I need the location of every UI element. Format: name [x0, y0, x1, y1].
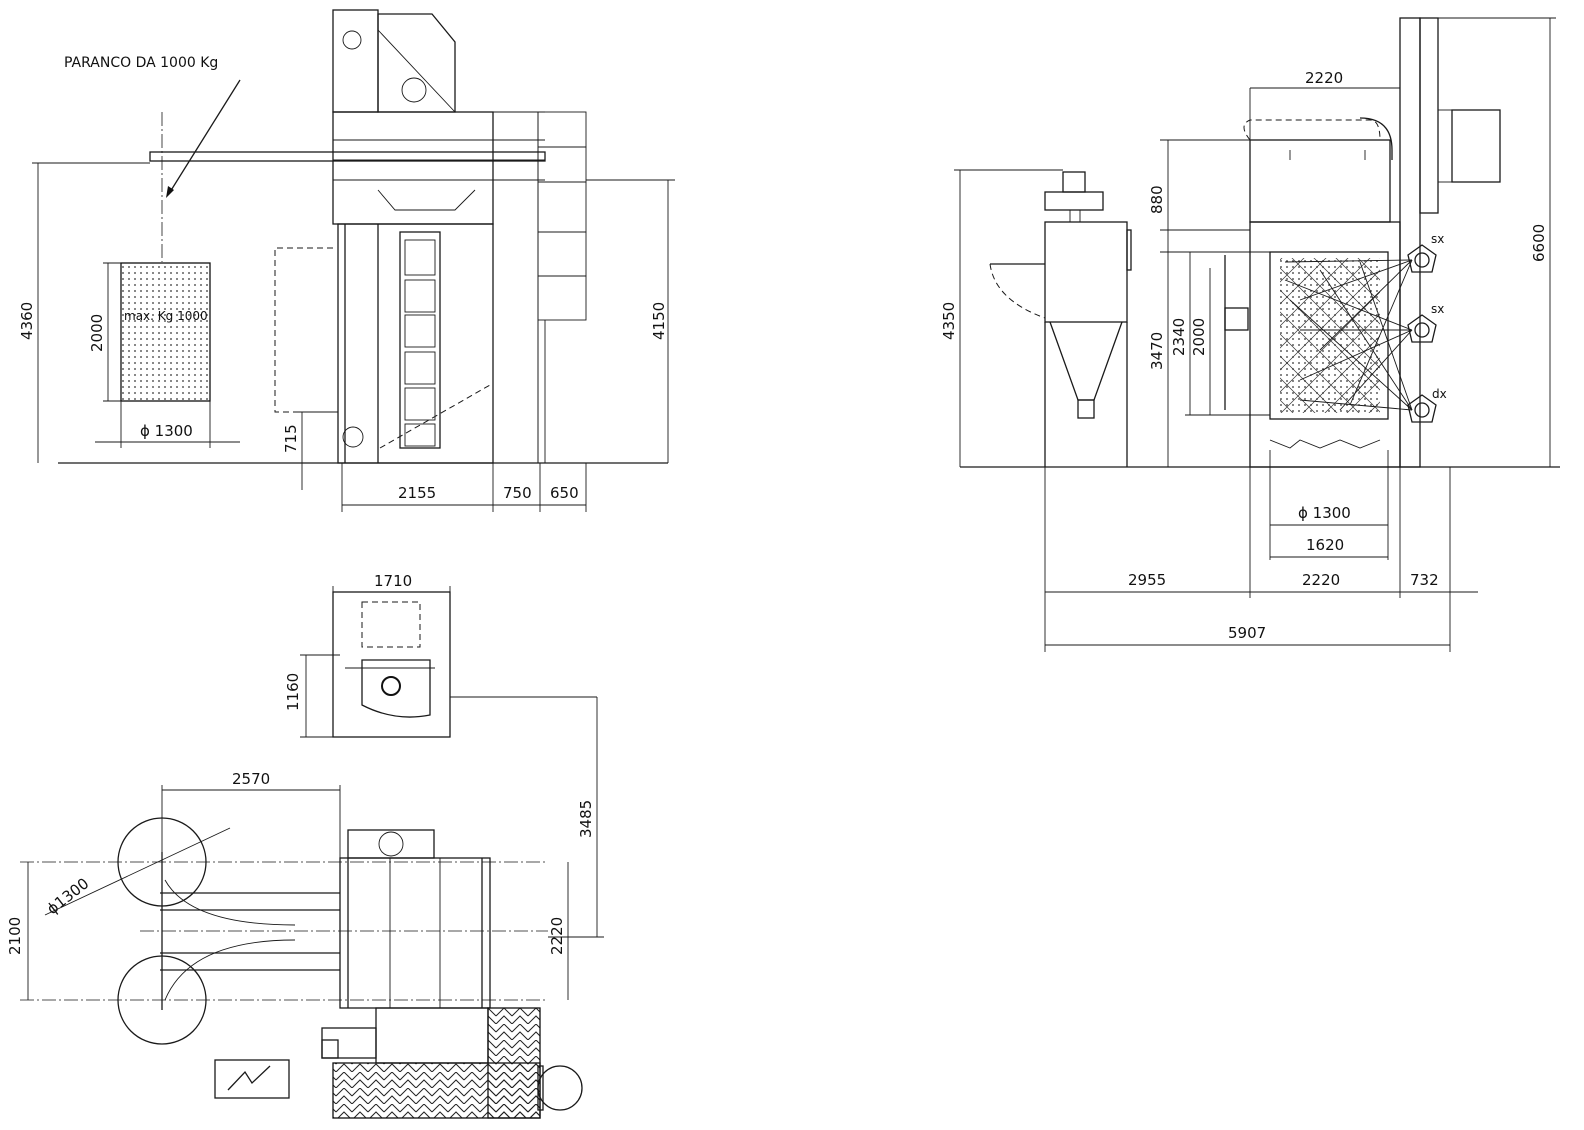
dim-2155: 2155 — [398, 484, 436, 502]
plan-view-dimensions — [27, 586, 604, 1000]
dim-2000-cabinet: 2000 — [1190, 318, 1208, 356]
dim-1300-load: ϕ 1300 — [140, 422, 193, 440]
dim-732: 732 — [1410, 571, 1439, 589]
dim-1160: 1160 — [284, 673, 302, 711]
drawing-labels: PARANCO DA 1000 Kg max. Kg 1000 sx sx dx… — [6, 55, 1548, 955]
turbine-label-dx: dx — [1432, 387, 1447, 401]
turbine-label-sx-middle: sx — [1431, 302, 1444, 316]
side-elevation-dimensions — [32, 162, 675, 512]
dim-4350: 4350 — [940, 302, 958, 340]
dim-2570: 2570 — [232, 770, 270, 788]
load-label: max. Kg 1000 — [124, 309, 208, 323]
dim-1710: 1710 — [374, 572, 412, 590]
dim-650: 650 — [550, 484, 579, 502]
dim-2220-top: 2220 — [1305, 69, 1343, 87]
dim-1300-cabinet: ϕ 1300 — [1298, 504, 1351, 522]
dim-2220-bottom: 2220 — [1302, 571, 1340, 589]
dim-4360: 4360 — [18, 302, 36, 340]
hoist-label: PARANCO DA 1000 Kg — [64, 55, 218, 71]
dim-1620: 1620 — [1306, 536, 1344, 554]
dim-3485: 3485 — [577, 800, 595, 838]
plan-view — [20, 591, 597, 1119]
dim-2340: 2340 — [1170, 318, 1188, 356]
dim-4150: 4150 — [650, 302, 668, 340]
dim-3470: 3470 — [1148, 332, 1166, 370]
dim-2000-load: 2000 — [88, 314, 106, 352]
turbine-label-sx-top: sx — [1431, 232, 1444, 246]
dim-880: 880 — [1148, 185, 1166, 214]
side-elevation-view — [58, 9, 668, 464]
dim-5907: 5907 — [1228, 624, 1266, 642]
front-elevation-view — [960, 17, 1560, 468]
dim-750: 750 — [503, 484, 532, 502]
dim-2100: 2100 — [6, 917, 24, 955]
dim-6600: 6600 — [1530, 224, 1548, 262]
dim-2220-plan: 2220 — [548, 917, 566, 955]
dim-715: 715 — [282, 424, 300, 453]
dim-2955: 2955 — [1128, 571, 1166, 589]
front-elevation-dimensions — [954, 17, 1556, 652]
